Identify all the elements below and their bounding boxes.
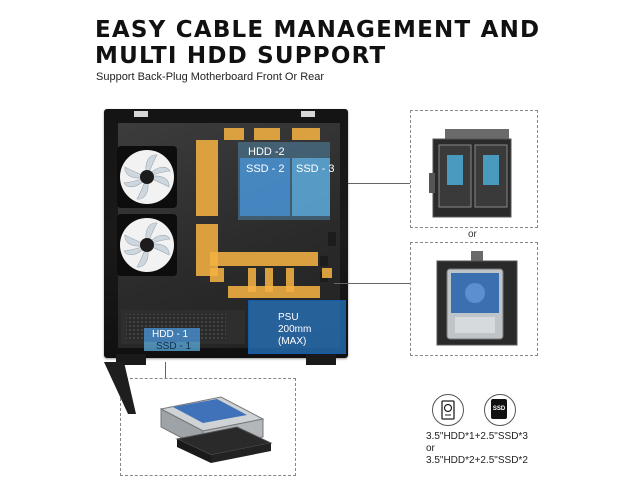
headline-line-2: MULTI HDD SUPPORT xyxy=(95,43,387,69)
cable-zone-top-1 xyxy=(224,128,244,140)
callout-hdd-bracket xyxy=(410,242,538,356)
or-label-callouts: or xyxy=(468,229,477,240)
cable-zone-small-1 xyxy=(210,268,224,282)
connector-line-upper xyxy=(348,183,410,184)
ssd-2-label: SSD - 2 xyxy=(246,163,285,175)
psu-max-label: (MAX) xyxy=(278,336,307,347)
cable-zone-small-2 xyxy=(248,268,256,292)
case-foot-left xyxy=(116,354,146,365)
cable-zone-top-2 xyxy=(254,128,280,140)
subheadline: Support Back-Plug Motherboard Front Or R… xyxy=(96,71,325,83)
bottom-bracket-arm xyxy=(104,362,136,414)
front-fan-bottom xyxy=(117,214,177,276)
top-mount-label-right xyxy=(301,111,315,117)
cable-zone-vertical-upper xyxy=(196,140,218,216)
connector-line-bottom xyxy=(165,362,166,378)
hdd-icon xyxy=(441,400,455,420)
cable-zone-small-5 xyxy=(322,268,332,278)
callout-bottom-drive-cage xyxy=(120,378,296,476)
drive-cage-illustration xyxy=(159,396,273,463)
hdd-1-label: HDD - 1 xyxy=(152,329,189,340)
psu-length-label: 200mm xyxy=(278,324,312,335)
fan-icon xyxy=(120,150,174,204)
connector-line-lower xyxy=(334,283,410,284)
cable-zone-small-4 xyxy=(286,268,294,292)
ssd-bracket-illustration xyxy=(429,129,512,218)
ssd-3-zone xyxy=(292,158,330,216)
spec-config-1: 3.5"HDD*1+2.5"SSD*3 xyxy=(426,431,528,442)
headline-line-1: EASY CABLE MANAGEMENT AND xyxy=(95,17,541,43)
cable-zone-bottom xyxy=(228,286,320,298)
ssd-spec-icon-circle: SSD xyxy=(484,394,516,426)
cable-zone-top-3 xyxy=(292,128,320,140)
ssd-1-zone xyxy=(144,342,200,351)
hdd-2-label: HDD -2 xyxy=(248,146,285,158)
front-fan-top xyxy=(117,146,177,208)
hdd-bracket-illustration xyxy=(436,251,518,346)
psu-zone xyxy=(248,300,346,354)
ssd-1-label: SSD - 1 xyxy=(156,341,192,352)
callout-ssd-bracket xyxy=(410,110,538,228)
tray-cutout xyxy=(328,232,336,246)
ssd-icon: SSD xyxy=(491,399,507,419)
spec-or-label: or xyxy=(426,443,435,454)
tray-cutout xyxy=(320,256,328,266)
ssd-3-label: SSD - 3 xyxy=(296,163,335,175)
fan-icon xyxy=(120,218,174,272)
ssd-2-zone xyxy=(240,158,290,216)
cable-zone-small-3 xyxy=(265,268,273,292)
hdd-1-zone xyxy=(144,328,200,342)
case-foot-right xyxy=(306,354,336,365)
hdd-spec-icon-circle xyxy=(432,394,464,426)
psu-label: PSU xyxy=(278,312,299,323)
spec-config-2: 3.5"HDD*2+2.5"SSD*2 xyxy=(426,455,528,466)
cable-zone-horizontal xyxy=(210,252,318,266)
top-mount-label-left xyxy=(134,111,148,117)
